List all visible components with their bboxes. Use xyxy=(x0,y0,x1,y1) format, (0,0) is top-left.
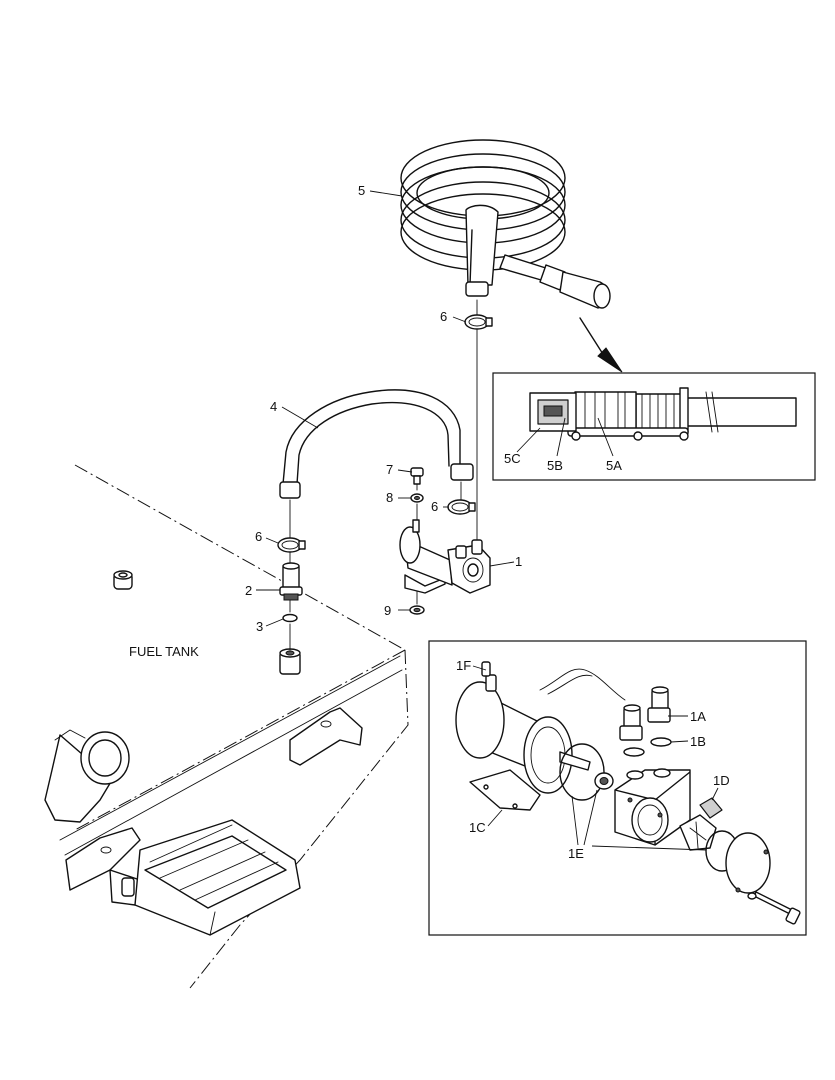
pickup-fitting xyxy=(279,648,301,675)
fitting-2 xyxy=(279,562,303,601)
bolt-7 xyxy=(410,467,424,485)
assembly-lines xyxy=(289,299,478,651)
fuel-tank xyxy=(44,464,409,989)
coiled-hose xyxy=(400,139,611,309)
tank-bracket xyxy=(289,707,363,766)
cover-screw xyxy=(747,891,801,925)
leader-lines xyxy=(256,190,719,851)
callouts: 5 6 4 7 8 6 6 1 2 3 9 5C 5B 5A 1F 1A 1B … xyxy=(129,183,730,861)
bearing xyxy=(594,772,614,790)
clamp-6-lower xyxy=(277,537,306,553)
callout-5: 5 xyxy=(358,183,365,198)
nut-9 xyxy=(409,605,425,615)
callout-6-upper: 6 xyxy=(440,309,447,324)
callout-4: 4 xyxy=(270,399,277,414)
callout-5c: 5C xyxy=(504,451,521,466)
callout-1c: 1C xyxy=(469,820,486,835)
callout-6-lower: 6 xyxy=(255,529,262,544)
washer-8 xyxy=(410,493,424,503)
callout-3: 3 xyxy=(256,619,263,634)
callout-2: 2 xyxy=(245,583,252,598)
callout-1: 1 xyxy=(515,554,522,569)
o-ring-3 xyxy=(282,613,298,623)
tank-fitting xyxy=(113,570,133,590)
callout-6-middle: 6 xyxy=(431,499,438,514)
hose-4 xyxy=(279,389,474,499)
callout-1f: 1F xyxy=(456,658,471,673)
clamp-6-middle xyxy=(447,499,476,515)
fuel-pump-1 xyxy=(399,519,491,594)
barb-fittings-1a xyxy=(619,686,671,741)
callout-7: 7 xyxy=(386,462,393,477)
callout-1d: 1D xyxy=(713,773,730,788)
callout-5a: 5A xyxy=(606,458,622,473)
callout-1b: 1B xyxy=(690,734,706,749)
fill-neck xyxy=(44,729,130,823)
rotor-1d xyxy=(679,797,723,851)
fuel-tank-label: FUEL TANK xyxy=(129,644,199,659)
nozzle xyxy=(539,264,611,309)
callout-8: 8 xyxy=(386,490,393,505)
o-rings-1b xyxy=(623,737,672,757)
pump-detail-box xyxy=(428,640,807,936)
callout-9: 9 xyxy=(384,603,391,618)
callout-1a: 1A xyxy=(690,709,706,724)
callout-5b: 5B xyxy=(547,458,563,473)
end-cover xyxy=(725,832,771,894)
detail-pointer-arrow xyxy=(579,317,623,373)
nozzle-detail-box xyxy=(492,372,816,481)
step-assembly xyxy=(65,819,301,936)
pump-housing xyxy=(614,768,691,846)
callout-1e: 1E xyxy=(568,846,584,861)
clamp-6-upper xyxy=(464,314,493,330)
gasket-1e-left xyxy=(559,743,605,801)
